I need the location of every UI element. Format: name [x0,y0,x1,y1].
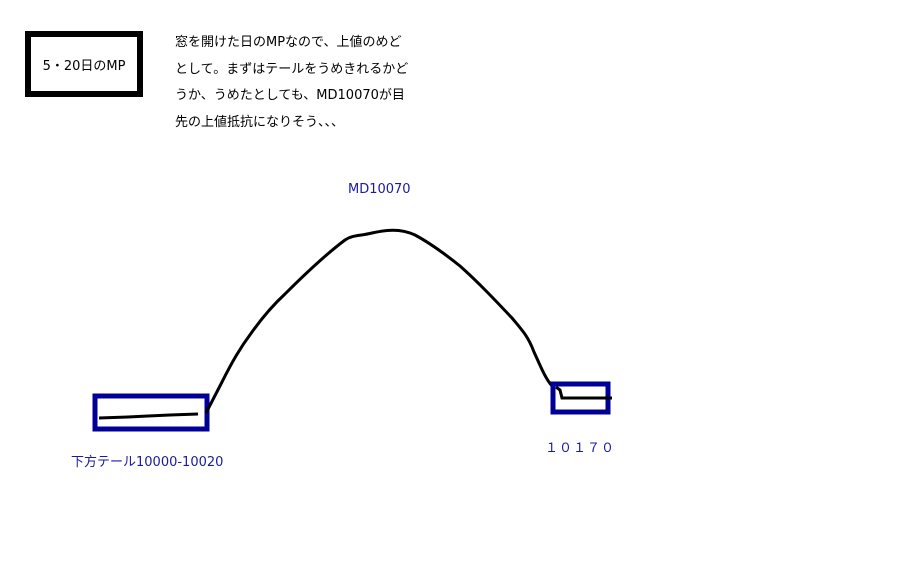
note-line: 窓を開けた日のMPなので、上値のめど [175,35,402,50]
note-line: として。まずはテールをうめきれるかど [175,61,409,77]
right-level-label: １０１７０ [545,441,616,456]
lower-tail-line [98,412,199,420]
note-line: 先の上値抵抗になりそう、、、 [175,114,345,130]
title-label: 5・20日のMP [42,58,126,74]
peak-label: MD10070 [348,182,411,197]
title-box: 5・20日のMP [25,31,143,97]
right-level-line [555,385,612,400]
profile-curve [204,228,554,414]
note-line: うか、うめたとしても、MD10070が目 [175,88,405,103]
commentary-note: 窓を開けた日のMPなので、上値のめど として。まずはテールをうめきれるかど うか… [175,30,408,136]
lower-tail-box [92,393,210,432]
lower-tail-label: 下方テール10000-10020 [71,455,224,470]
